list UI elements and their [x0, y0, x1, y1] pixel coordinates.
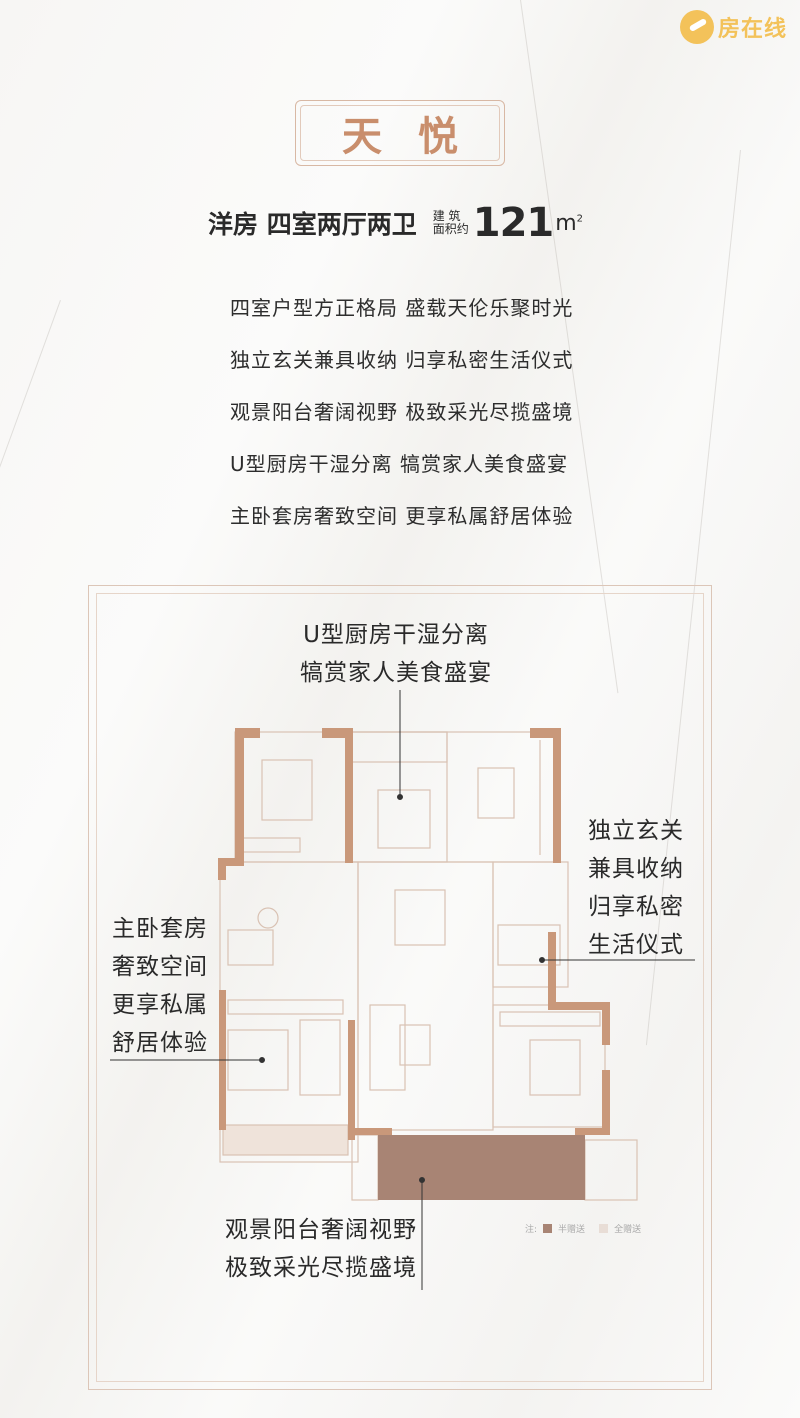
plan-entry — [492, 861, 569, 988]
callout-line: 舒居体验 — [112, 1030, 208, 1056]
callout-line: 主卧套房 — [112, 916, 208, 942]
feature-line: 主卧套房奢致空间 更享私属舒居体验 — [230, 504, 574, 528]
area-unit-m: m — [555, 210, 577, 236]
site-logo: 房在线 — [680, 10, 787, 44]
feature-line: 观景阳台奢阔视野 极致采光尽揽盛境 — [230, 400, 574, 424]
callout-line: 极致采光尽揽盛境 — [225, 1255, 417, 1281]
callout-master: 主卧套房 奢致空间 更享私属 舒居体验 — [112, 910, 208, 1062]
plan-bedroom-se — [492, 1004, 606, 1128]
legend-half-label: 半赠送 — [558, 1225, 586, 1235]
area-unit-sup: 2 — [576, 213, 584, 225]
callout-line: 观景阳台奢阔视野 — [225, 1217, 417, 1243]
area-label-top: 建 筑 — [432, 209, 461, 223]
callout-line: 犒赏家人美食盛宴 — [300, 660, 492, 686]
area-unit: m2 — [555, 211, 583, 236]
callout-lines — [110, 690, 695, 1290]
floorplan-frame-inner — [96, 593, 704, 1382]
unit-subtitle: 洋房 四室两厅两卫 建 筑 面积约 121 m2 — [208, 200, 583, 246]
balcony-half-gift — [378, 1135, 585, 1200]
legend-note: 注: — [525, 1225, 538, 1235]
legend-half-swatch — [543, 1224, 553, 1233]
callout-line: 兼具收纳 — [588, 856, 684, 882]
feature-line: 独立玄关兼具收纳 归享私密生活仪式 — [230, 348, 574, 372]
legend-full-label: 全赠送 — [614, 1225, 642, 1235]
callout-entry: 独立玄关 兼具收纳 归享私密 生活仪式 — [588, 812, 684, 964]
callout-line: U型厨房干湿分离 — [303, 622, 489, 648]
area-label-bottom: 面积约 — [432, 222, 469, 236]
callout-line: 奢致空间 — [112, 954, 208, 980]
plan-master-wing — [219, 861, 359, 1163]
logo-text: 房在线 — [718, 17, 788, 42]
area-label: 建 筑 面积约 — [433, 210, 469, 236]
area-value: 121 — [472, 200, 554, 246]
legend-full-swatch — [599, 1224, 609, 1233]
callout-line: 更享私属 — [112, 992, 208, 1018]
feature-line: U型厨房干湿分离 犒赏家人美食盛宴 — [230, 452, 568, 476]
callout-balcony: 观景阳台奢阔视野 极致采光尽揽盛境 — [225, 1211, 417, 1287]
feature-line: 四室户型方正格局 盛载天伦乐聚时光 — [230, 296, 574, 320]
unit-type: 洋房 四室两厅两卫 — [208, 210, 417, 239]
callout-line: 独立玄关 — [588, 818, 684, 844]
callout-line: 生活仪式 — [588, 932, 684, 958]
floorplan-frame — [88, 585, 712, 1390]
logo-e-icon — [680, 10, 714, 44]
callout-kitchen: U型厨房干湿分离 犒赏家人美食盛宴 — [300, 616, 492, 692]
title-frame: 天悦 — [295, 100, 505, 166]
callout-line: 归享私密 — [588, 894, 684, 920]
legend: 注: 半赠送 全赠送 — [525, 1222, 641, 1235]
